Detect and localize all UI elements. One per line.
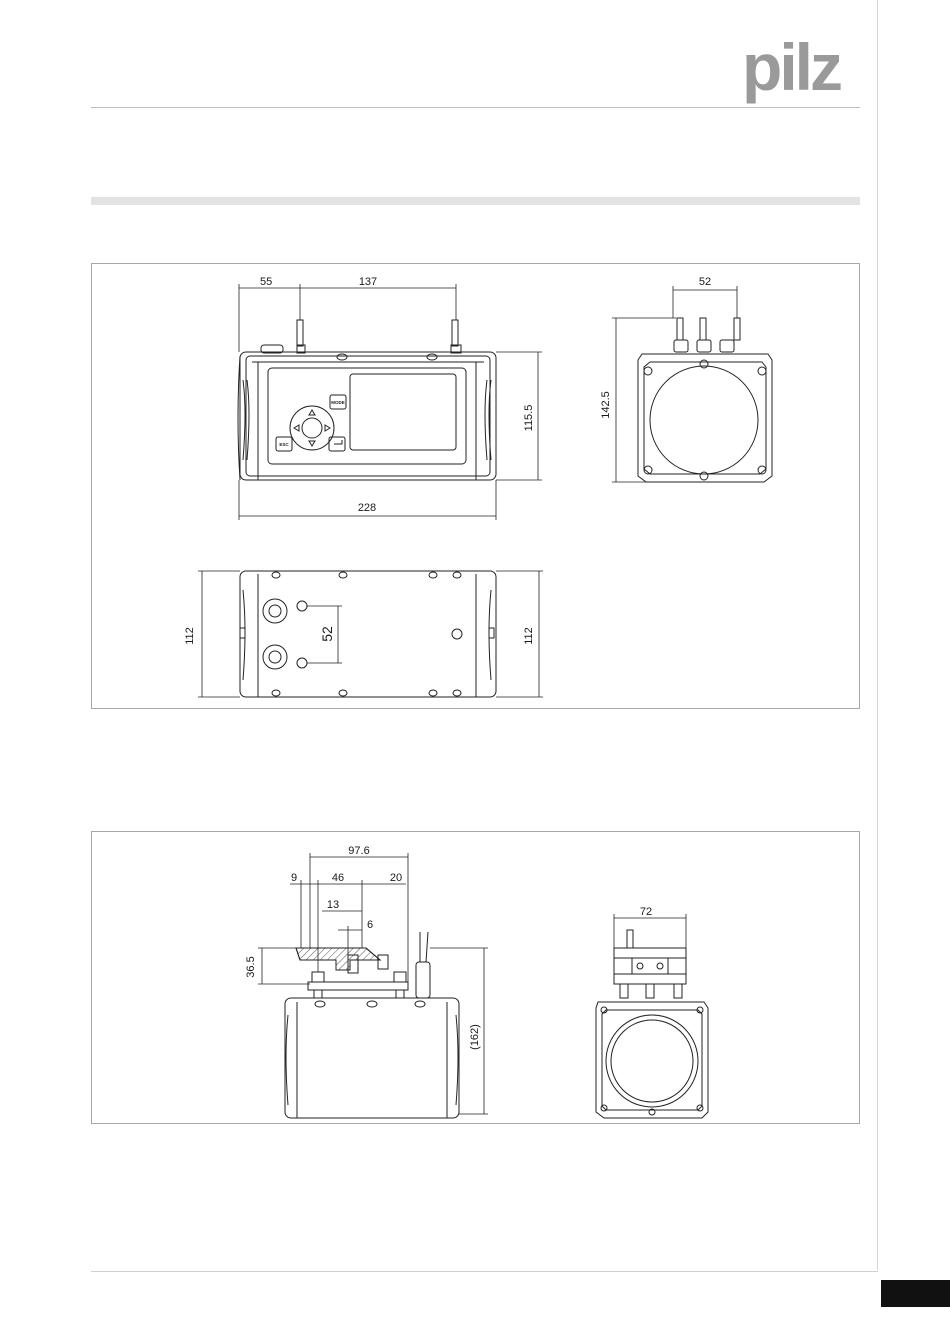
dim-55: 55 bbox=[260, 276, 272, 288]
dim-112-right: 112 bbox=[523, 627, 535, 645]
dim-112-left: 112 bbox=[184, 627, 196, 645]
side-view-dimensions bbox=[612, 286, 737, 482]
dim-52-vertical: 52 bbox=[319, 626, 335, 642]
page-tab-marker bbox=[881, 1280, 950, 1307]
dim-228: 228 bbox=[358, 502, 376, 514]
dim-142-5: 142.5 bbox=[600, 391, 612, 419]
bottom-view-housing bbox=[240, 571, 496, 697]
footer-divider bbox=[91, 1271, 878, 1272]
dimension-drawing-frame-2 bbox=[91, 831, 860, 1124]
side-view-housing bbox=[638, 318, 772, 482]
front-view-housing bbox=[238, 320, 496, 480]
dim-52-top: 52 bbox=[699, 276, 711, 288]
dim-115-5: 115.5 bbox=[523, 405, 535, 432]
front-view-dimensions bbox=[239, 284, 542, 520]
dim-137: 137 bbox=[359, 276, 377, 288]
esc-key-label: ESC bbox=[279, 442, 289, 447]
mode-key-label: MODE bbox=[331, 400, 345, 405]
